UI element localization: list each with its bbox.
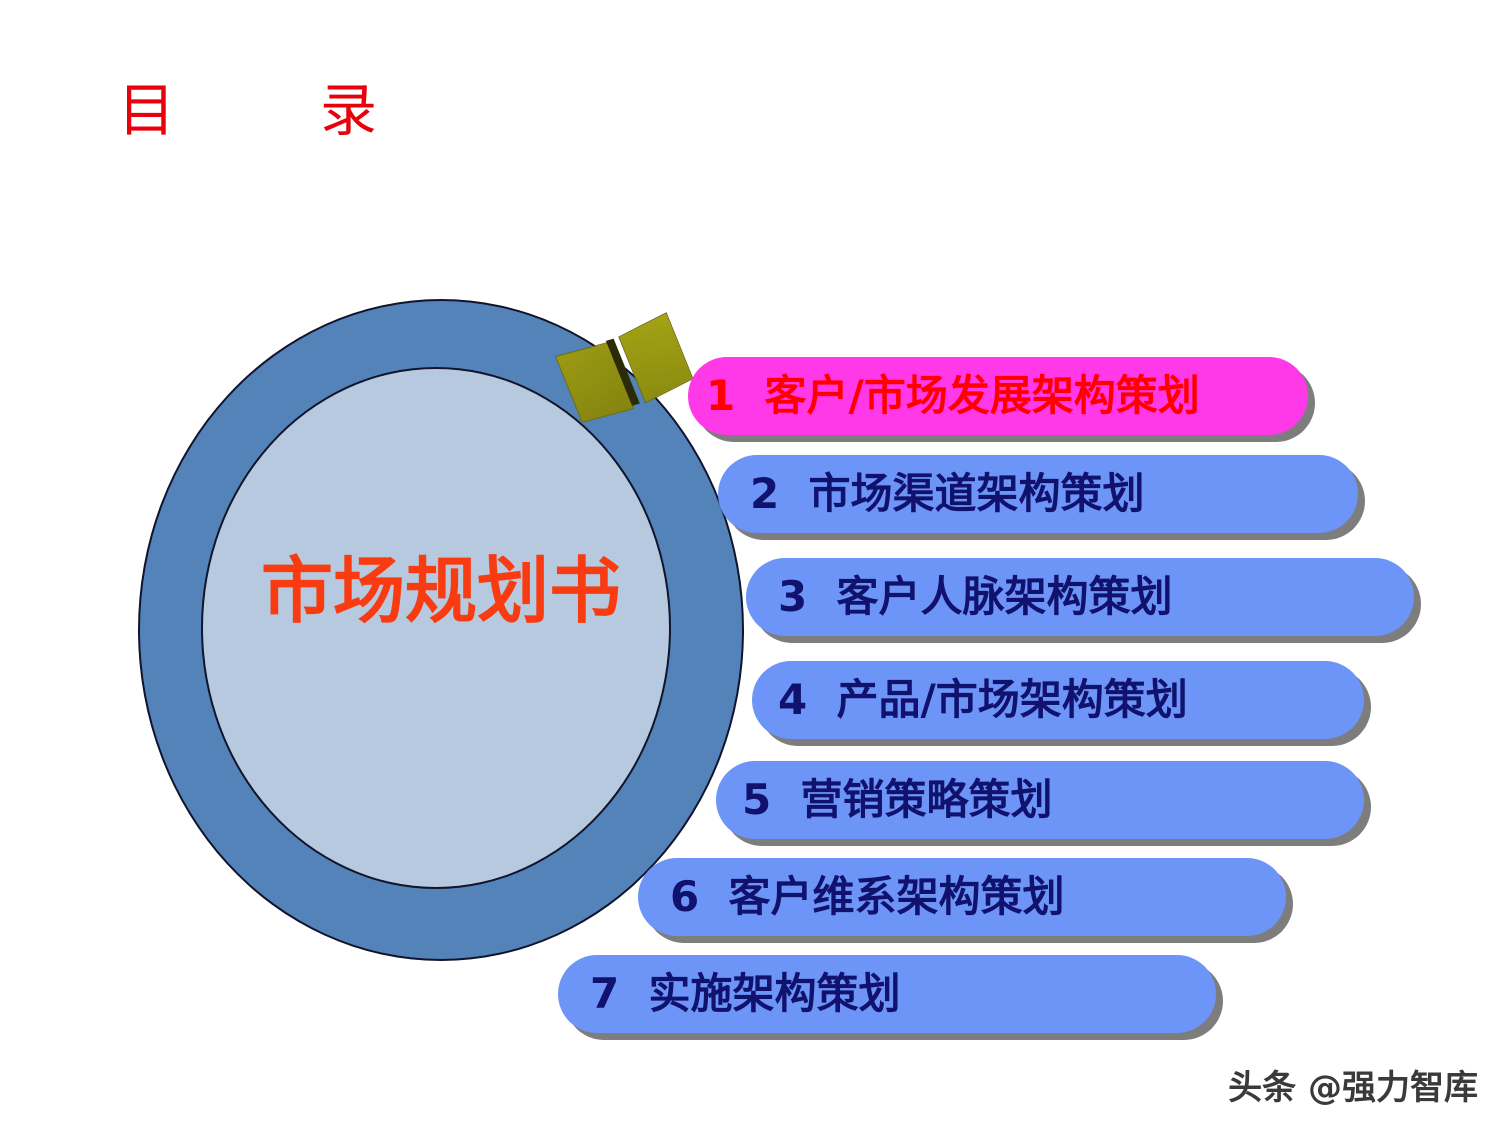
agenda-item-6-label: 6 客户维系架构策划 [670, 872, 1065, 921]
agenda-item-4-label: 4 产品/市场架构策划 [778, 675, 1188, 724]
agenda-item-6[interactable]: 6 客户维系架构策划 [638, 858, 1286, 936]
circle-center-label: 市场规划书 [260, 549, 621, 633]
agenda-item-3-label: 3 客户人脉架构策划 [778, 572, 1173, 621]
agenda-item-7[interactable]: 7 实施架构策划 [558, 955, 1216, 1033]
agenda-item-4[interactable]: 4 产品/市场架构策划 [752, 661, 1364, 739]
circle-inner-disc [201, 367, 671, 889]
agenda-item-2-label: 2 市场渠道架构策划 [750, 469, 1145, 518]
agenda-item-5-label: 5 营销策略策划 [742, 775, 1053, 824]
agenda-item-1[interactable]: 1 客户/市场发展架构策划 [688, 357, 1308, 435]
page-title: 目 录 [118, 78, 377, 144]
watermark-text: 头条 @强力智库 [1228, 1068, 1478, 1108]
agenda-item-1-label: 1 客户/市场发展架构策划 [706, 371, 1200, 420]
central-circle-graphic: 市场规划书 [138, 299, 744, 961]
agenda-item-2[interactable]: 2 市场渠道架构策划 [718, 455, 1358, 533]
agenda-item-3[interactable]: 3 客户人脉架构策划 [746, 558, 1414, 636]
agenda-item-5[interactable]: 5 营销策略策划 [716, 761, 1364, 839]
agenda-item-7-label: 7 实施架构策划 [590, 969, 901, 1018]
